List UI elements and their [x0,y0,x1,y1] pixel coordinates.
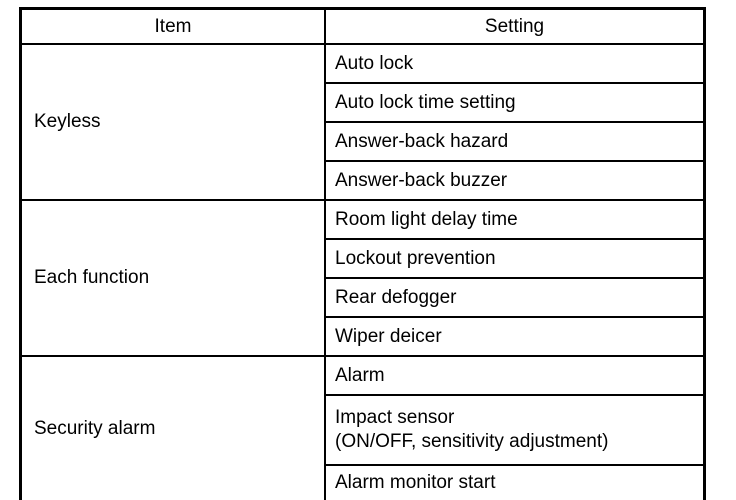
table-row: Answer-back hazard [21,121,706,162]
table-row: Lockout prevention [21,238,706,279]
table-row: Alarm monitor start [21,464,706,500]
column-header-setting: Setting [324,7,706,45]
table-row: Keyless Auto lock [19,43,706,201]
table-row: Impact sensor (ON/OFF, sensitivity adjus… [21,394,706,466]
item-setting-table: Item Setting Keyless Auto lock Auto lock… [19,7,706,500]
setting-cell: Room light delay time [324,199,706,240]
setting-cell: Impact sensor (ON/OFF, sensitivity adjus… [324,394,706,466]
item-cell-keyless: Keyless [19,43,326,201]
setting-cell: Alarm monitor start [324,464,706,500]
setting-cell: Answer-back buzzer [324,160,706,201]
setting-cell: Auto lock [324,43,706,84]
setting-cell: Rear defogger [324,277,706,318]
table-row: Wiper deicer [21,316,706,357]
setting-cell: Wiper deicer [324,316,706,357]
table-header-row: Item Setting [19,7,706,45]
table-row: Rear defogger [21,277,706,318]
table-row: Answer-back buzzer [21,160,706,201]
table-row: Auto lock time setting [21,82,706,123]
setting-cell: Lockout prevention [324,238,706,279]
item-cell-each-function: Each function [19,199,326,357]
table-row: Security alarm Alarm [19,355,706,500]
item-cell-security-alarm: Security alarm [19,355,326,500]
setting-cell: Auto lock time setting [324,82,706,123]
setting-cell: Alarm [324,355,706,396]
setting-cell: Answer-back hazard [324,121,706,162]
column-header-item: Item [19,7,326,45]
table-row: Each function Room light delay time [19,199,706,357]
